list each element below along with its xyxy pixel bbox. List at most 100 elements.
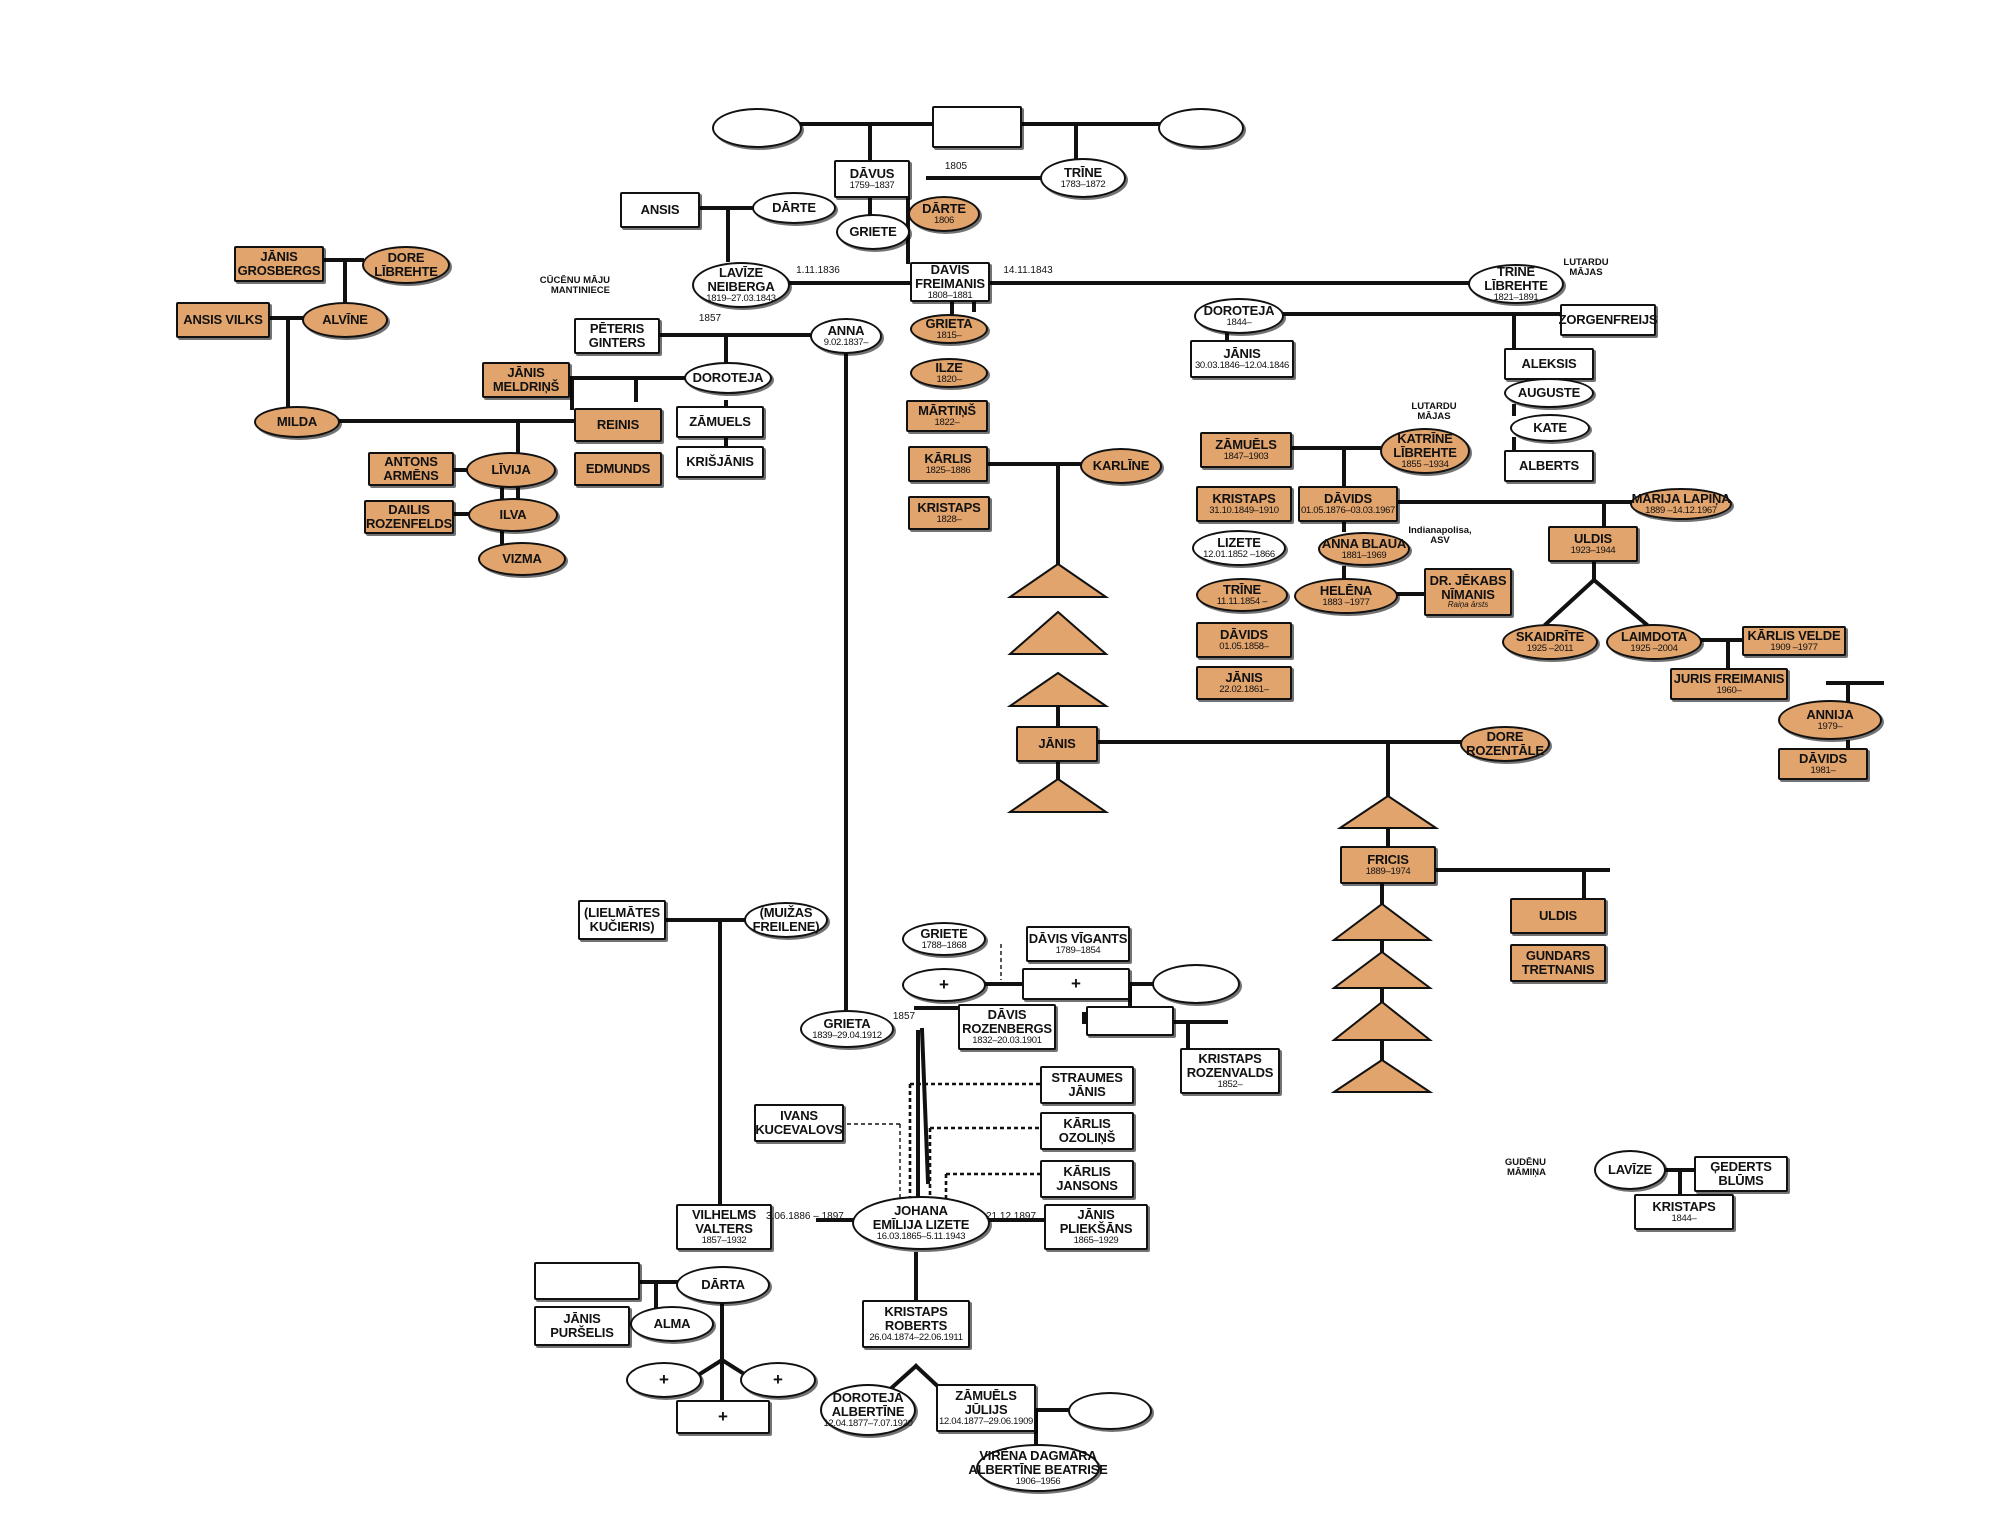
- person-dates: 1820–: [936, 373, 962, 385]
- person-kate: KATE: [1510, 414, 1590, 442]
- person-gundars: GUNDARS TRETNANIS: [1510, 944, 1606, 982]
- annotation-ncucenu: CŪCĒNU MĀJU MANTINIECE: [539, 275, 610, 296]
- person-name: ALMA: [653, 1316, 691, 1332]
- person-dates: 1857–1932: [701, 1234, 747, 1246]
- annotation-ngudenu: GUDĒNU MĀMIŅA: [1504, 1157, 1546, 1178]
- person-dates: 26.04.1874–22.06.1911: [869, 1331, 963, 1343]
- person-janis-m: JĀNIS MELDRIŅŠ: [482, 362, 570, 398]
- annotation-n1886: 3.06.1886 – 1897: [766, 1211, 844, 1222]
- person-janis-pu: JĀNIS PURŠELIS: [534, 1306, 630, 1346]
- person-janis-b: JĀNIS: [1016, 726, 1098, 762]
- person-dates: 1909 –1977: [1770, 641, 1818, 653]
- person-dates: 1825–1886: [925, 464, 971, 476]
- person-empty-m2: [534, 1262, 640, 1300]
- person-name: DORE LĪBREHTE: [374, 250, 438, 279]
- person-name: PĒTERIS GINTERS: [588, 321, 646, 350]
- person-dates: 12.04.1877–7.07.1920: [823, 1417, 913, 1429]
- person-name: DĀVUS: [849, 166, 895, 182]
- person-dates: 01.05.1858–: [1219, 640, 1269, 652]
- person-name: KĀRLIS: [924, 451, 972, 467]
- person-dates: 1847–1903: [1223, 450, 1269, 462]
- person-dates: 1925 –2004: [1630, 642, 1678, 654]
- person-darta: DĀRTA: [676, 1266, 770, 1304]
- annotation-nindiana: Indianapolisa, ASV: [1408, 525, 1472, 546]
- person-dates: 1852–: [1217, 1078, 1243, 1090]
- person-name: KRISTAPS ROZENVALDS: [1186, 1051, 1274, 1081]
- person-name: EDMUNDS: [585, 461, 651, 477]
- annotation-n1805: 1805: [944, 161, 968, 172]
- person-name: DORE ROZENTĀLE: [1466, 729, 1544, 758]
- person-name: GUNDARS TRETNANIS: [1521, 948, 1595, 977]
- person-dates: 1923–1944: [1570, 544, 1616, 556]
- person-name: LAVĪZE: [1607, 1162, 1653, 1178]
- person-plus-m1: +: [1022, 968, 1130, 1000]
- person-name: KĀRLIS JANSONS: [1056, 1164, 1118, 1193]
- person-name: VIRĒNA DAGMĀRA ALBERTĪNE BEATRISE: [968, 1448, 1108, 1478]
- person-name: ANTONS ARMĒNS: [383, 454, 439, 483]
- person-name: LĪVIJA: [491, 462, 531, 478]
- person-name: MĀRTIŅŠ: [918, 403, 976, 419]
- person-name: JĀNIS MELDRIŅŠ: [492, 365, 560, 394]
- person-dates: 1806: [934, 214, 954, 226]
- person-dates: 1855 –1934: [1401, 458, 1449, 470]
- person-dates: 1789–1854: [1055, 944, 1101, 956]
- person-name: KRIŠJĀNIS: [686, 454, 754, 470]
- person-janis-g: JĀNIS GROSBERGS: [234, 246, 324, 282]
- person-karline: KARLĪNE: [1080, 448, 1162, 484]
- person-name: ZĀMUĒLS: [1215, 437, 1277, 453]
- person-name: MARIJA LAPIŅA: [1631, 491, 1731, 507]
- person-dates: 31.10.1849–1910: [1209, 504, 1279, 516]
- person-ansis1: ANSIS: [620, 192, 700, 228]
- person-plus-m2: +: [676, 1400, 770, 1434]
- person-dates: 1788–1868: [921, 939, 967, 951]
- person-dates: 1865–1929: [1073, 1234, 1119, 1246]
- person-name: GRIETA: [823, 1016, 871, 1032]
- person-plus-f2: +: [626, 1362, 702, 1398]
- person-dates: 1906–1956: [1015, 1475, 1061, 1487]
- person-name: LAIMDOTA: [1620, 629, 1688, 645]
- plus-icon: +: [1071, 974, 1081, 994]
- annotation-n1843: 14.11.1843: [1003, 265, 1053, 276]
- person-livija: LĪVIJA: [466, 452, 556, 488]
- person-dates: 1960–: [1716, 684, 1742, 696]
- person-name: ULDIS: [1538, 908, 1577, 924]
- person-name: DĀVIDS: [1220, 627, 1268, 643]
- person-dates: 1981–: [1810, 764, 1836, 776]
- person-alvine: ALVĪNE: [302, 302, 388, 338]
- person-name: ANNA: [827, 323, 865, 339]
- person-name: DĀRTA: [701, 1277, 745, 1293]
- person-dates: 1925 –2011: [1526, 642, 1574, 654]
- person-name: KRISTAPS: [917, 500, 981, 516]
- person-name: KATRĪNE LĪBREHTE: [1393, 431, 1457, 461]
- person-peteris: PĒTERIS GINTERS: [574, 318, 660, 354]
- person-name: JĀNIS PURŠELIS: [550, 1311, 614, 1340]
- person-name: AUGUSTE: [1517, 385, 1581, 401]
- person-dates: 22.02.1861–: [1219, 683, 1269, 695]
- person-name: LIZETE: [1217, 535, 1261, 551]
- person-dates: 30.03.1846–12.04.1846: [1194, 359, 1290, 371]
- person-empty-f1: [1152, 964, 1240, 1004]
- person-name: SKAIDRĪTE: [1515, 629, 1585, 645]
- person-name: ANNIJA: [1806, 707, 1854, 723]
- person-name: GRIETE: [849, 224, 897, 240]
